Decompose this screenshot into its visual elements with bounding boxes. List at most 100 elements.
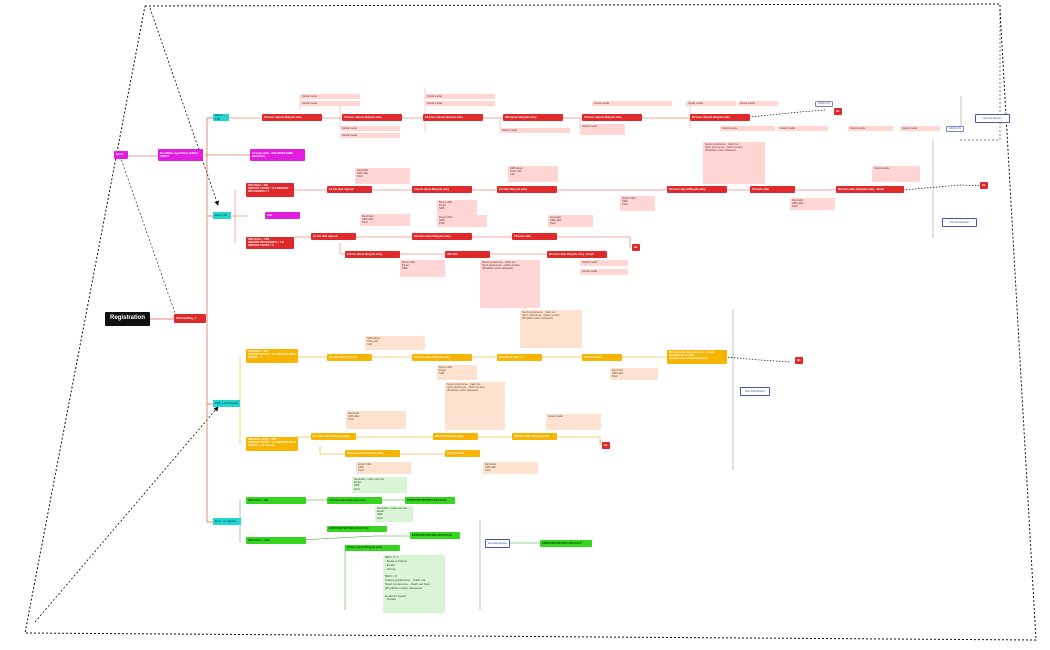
hang-on-b[interactable]: HANG ON — [946, 126, 964, 132]
row1-step-2[interactable]: 72 hours about LifeCycle entry — [342, 114, 402, 121]
row1-step-5[interactable]: 72 hours about LifeCycle entry — [582, 114, 642, 121]
note-r2-14: Social media — [580, 269, 628, 275]
note-r1-11: Social media — [738, 101, 778, 106]
dep-r2-step-1[interactable]: 24 hours about lifecycle entry — [311, 433, 356, 440]
note-dep-4: Reminder SMS after Push — [610, 368, 658, 380]
exit-with-deposit-node[interactable]: Exit with deposit — [485, 539, 510, 548]
nodep-r1-step-3[interactable]: ENTER RETENTION LIFECYCLE — [327, 526, 387, 532]
note-r2-12: Sports preference - Cash out Sport prefe… — [480, 260, 540, 308]
dep-r1-step-5[interactable]: 96 hours after lifecycle entry - Email O… — [667, 350, 727, 364]
nodep-condition-1[interactable]: Still Clicks = NO — [246, 497, 306, 504]
entry-1-2-deposit-node[interactable]: Entry 1-2nd Deposit — [213, 400, 240, 407]
nodep-condition-2[interactable]: Still Clicks = YES — [246, 537, 306, 544]
exit-1st-deposit-node[interactable]: Exit 1st Deposit — [975, 114, 1010, 123]
dep-r2-step-2[interactable]: 48h after lifecycle entry — [433, 433, 478, 440]
dep-condition-2[interactable]: Still Clicks (any) = YES DEPOSIT COUNT =… — [246, 437, 298, 451]
ftd-r1-step-1[interactable]: 15 min after deposit — [327, 186, 372, 193]
dep-r3-step-1[interactable]: 48 hours about lifecycle entry — [345, 450, 400, 457]
ftd-r3-step-2[interactable]: 48h after — [445, 251, 490, 258]
note-r1-8: Social media — [580, 124, 625, 135]
exit-2nd-deposit-a-node[interactable]: Exit 2nd Deposit — [942, 218, 977, 227]
badge-3: HL — [632, 244, 640, 251]
dep-r1-step-3[interactable]: 72h after & 100 => 1 — [497, 354, 542, 361]
registration-node[interactable]: Registration — [105, 312, 150, 326]
loop-arrow-top — [149, 7, 219, 206]
note-r1-13: Social media — [778, 126, 828, 131]
ftd-magenta-node[interactable]: FTD — [265, 212, 300, 219]
note-r2-9: Email: Offer SMS Push — [437, 215, 487, 227]
note-dep-3: Sports preference - Cash out Sport prefe… — [520, 310, 582, 348]
ftd-r2-step-1[interactable]: 15 min after deposit — [311, 233, 356, 240]
nodep-r1-step-2[interactable]: ENTER RETENTION LIFECYCLE — [405, 497, 455, 504]
frame-outline — [24, 3, 1037, 641]
note-r1-12: Social media — [720, 126, 775, 131]
entry-ftd-node[interactable]: Entry FTD — [213, 212, 231, 219]
users-node[interactable]: Users — [114, 151, 128, 159]
note-r2-4: Email: Offer SMS Push — [620, 196, 655, 211]
ftd-r1-step-4[interactable]: 48 hours about lifecycle entry — [667, 186, 727, 193]
ftd-r3-step-1[interactable]: 6 hours about lifecycle entry — [345, 251, 400, 258]
note-green-1: Reminder - Cash over two Email SMS Push — [352, 477, 407, 493]
row1-step-6[interactable]: 96 hours about LifeCycle entry — [690, 114, 750, 121]
note-dep-2: Bonus offer Email SMS — [437, 365, 477, 380]
ftd-r3-step-3[interactable]: 96 hours after lifecycle entry - Email — [547, 251, 607, 258]
note-r2-2: SMS about Push with Call — [508, 166, 558, 182]
note-dep-6: Sports preference - Cash out Sport prefe… — [445, 382, 505, 430]
no-affiliate-node[interactable]: No affiliate registration (A/B/C) ADEVY — [158, 149, 203, 161]
note-r1-15: Social media — [900, 126, 940, 131]
ftd-r1-step-6[interactable]: 96 hours after LifeCycle entry - Email — [836, 186, 904, 193]
welcome-email-node[interactable]: 12 hours after - VOLUNTEE (SMS Reminder) — [250, 149, 305, 161]
note-r1-6: Social media — [425, 101, 495, 106]
dep-r2-step-3[interactable]: 96 hours after lifecycle entry — [512, 433, 557, 440]
onboarding-node[interactable]: Onboarding 🎉 — [174, 314, 206, 323]
ftd-r1-step-5[interactable]: 72 hours after — [750, 186, 795, 193]
loop-arrow-bottom — [34, 406, 219, 623]
note-dep-7: Social media — [546, 414, 601, 430]
dep-r3-step-2[interactable]: 72 hours after — [445, 450, 480, 457]
note-r1-7: Social media — [500, 128, 570, 133]
note-r2-13: Social media — [580, 260, 628, 266]
dep-r1-step-1[interactable]: 2 h after lifecycle entry — [327, 354, 372, 361]
note-dep-5: Reminder SMS after Push — [346, 411, 406, 429]
badge-5: HL — [602, 442, 610, 449]
note-green-3: NEO => 1 - Refer a Friend - Email - Onsi… — [383, 555, 445, 613]
dep-r1-step-2[interactable]: 48 hours about lifecycle entry — [412, 354, 472, 361]
badge-2: HL — [980, 182, 988, 189]
note-green-2: Reminder - Cash over two Email SMS Push — [375, 506, 413, 522]
badge-1: HL — [834, 108, 842, 115]
dep-r1-step-4[interactable]: 72 hours after — [582, 354, 622, 361]
ftd-r2-step-3[interactable]: 72 hours after — [512, 233, 557, 240]
day-of-ftd-node[interactable]: Day of FTD — [213, 114, 229, 121]
note-r1-4: Social media — [340, 133, 400, 138]
note-r1-14: Social media — [848, 126, 893, 131]
row1-step-1[interactable]: 24 hours about LifeCycle entry — [262, 114, 322, 121]
ftd-condition-2[interactable]: Still Clicks = YES DEPOSIT WITH BONUS = … — [246, 237, 294, 249]
ftd-condition-1[interactable]: Still Clicks = NO DEPOSIT COUNT > 0 & DE… — [246, 183, 294, 197]
note-dep-1: SMS about Push with Call — [365, 336, 425, 350]
note-dep-9: Reminder SMS after Push — [483, 462, 538, 474]
nodep-r1-step-1[interactable]: 24 hours about lifecycle entry — [327, 497, 382, 504]
note-dep-8: Email: Offer SMS Push — [356, 462, 411, 474]
note-r1-1: Social media — [300, 94, 360, 99]
dep-condition-1[interactable]: Still Clicks = NO DEPOSIT COUNT = 2 & DE… — [246, 349, 298, 363]
enter-retention-1[interactable]: ENTER RETENTION LIFECYCLE — [410, 532, 460, 539]
ftd-r1-step-2[interactable]: 2 hours about lifecycle entry — [412, 186, 472, 193]
note-r1-2: Social media — [300, 101, 360, 106]
note-r2-6: Reminder SMS after Push — [790, 198, 835, 210]
hang-on-a[interactable]: HANG ON — [815, 101, 833, 107]
row1-step-4[interactable]: 48h about LifeCycle entry — [503, 114, 563, 121]
exit-2nd-deposit-b-node[interactable]: Exit 2nd Deposit — [740, 387, 770, 396]
entry-no-deposit-node[interactable]: Entry - no Deposit — [213, 518, 241, 525]
note-r2-8: Reminder SMS after Push — [360, 214, 410, 226]
users-to-onboarding — [119, 155, 176, 314]
enter-retention-2[interactable]: ENTER RETENTION LIFECYCLE — [540, 540, 592, 547]
note-r2-5: Sports preference - Cash out Sport prefe… — [703, 142, 765, 184]
note-r1-9: Social media — [592, 101, 672, 106]
note-r1-5: Social media — [425, 94, 495, 99]
ftd-r1-step-3[interactable]: 6 h after lifecycle entry — [497, 186, 557, 193]
nodep-r2-step-1[interactable]: 8 hours about lifecycle entry — [345, 545, 400, 551]
row1-step-3[interactable]: 24 hours about LifeCycle entry — [423, 114, 483, 121]
ftd-r2-step-2[interactable]: 24 hours about lifecycle entry — [412, 233, 472, 240]
